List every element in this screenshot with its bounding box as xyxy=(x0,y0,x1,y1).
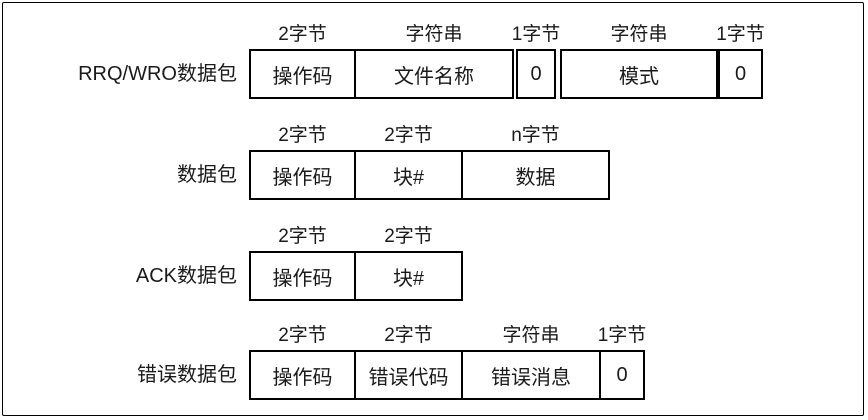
field-box-opcode: 操作码 xyxy=(249,150,356,200)
field-box-opcode: 操作码 xyxy=(249,251,356,301)
field-size-label: 1字节 xyxy=(597,324,647,346)
field-box-zero-1: 0 xyxy=(516,49,556,99)
packet-row-data: 数据包 2字节 2字节 n字节 操作码 块# 数据 xyxy=(0,118,868,202)
field-size-label: n字节 xyxy=(511,124,560,146)
field-box-mode: 模式 xyxy=(560,49,718,99)
field-size-label: 字符串 xyxy=(405,23,463,45)
field-box-error-code: 错误代码 xyxy=(354,350,463,400)
field-box-error-message: 错误消息 xyxy=(461,350,601,400)
field-size-label: 2字节 xyxy=(278,124,327,146)
field-size-label: 1字节 xyxy=(511,23,561,45)
packet-row-error: 错误数据包 2字节 2字节 字符串 1字节 操作码 错误代码 错误消息 0 xyxy=(0,318,868,402)
field-box-filename: 文件名称 xyxy=(354,49,514,99)
packet-name: ACK数据包 xyxy=(135,265,237,287)
field-box-opcode: 操作码 xyxy=(249,350,356,400)
field-size-label: 2字节 xyxy=(278,225,327,247)
field-box-data: 数据 xyxy=(461,150,610,200)
field-size-label: 2字节 xyxy=(384,324,433,346)
field-box-zero-2: 0 xyxy=(718,49,763,99)
field-size-label: 2字节 xyxy=(278,324,327,346)
field-box-block: 块# xyxy=(354,150,463,200)
field-size-label: 2字节 xyxy=(384,124,433,146)
field-box-opcode: 操作码 xyxy=(249,49,356,99)
packet-name: 数据包 xyxy=(177,164,237,186)
packet-row-ack: ACK数据包 2字节 2字节 操作码 块# xyxy=(0,219,868,303)
field-size-label: 字符串 xyxy=(502,324,560,346)
field-size-label: 2字节 xyxy=(278,23,327,45)
field-box-block: 块# xyxy=(354,251,463,301)
packet-name: 错误数据包 xyxy=(137,364,237,386)
packet-row-rrq-wrq: RRQ/WRO数据包 2字节 字符串 1字节 字符串 1字节 操作码 文件名称 … xyxy=(0,17,868,101)
packet-name: RRQ/WRO数据包 xyxy=(78,63,237,85)
field-size-label: 2字节 xyxy=(384,225,433,247)
field-size-label: 1字节 xyxy=(716,23,765,45)
field-size-label: 字符串 xyxy=(610,23,668,45)
field-box-zero: 0 xyxy=(599,350,645,400)
